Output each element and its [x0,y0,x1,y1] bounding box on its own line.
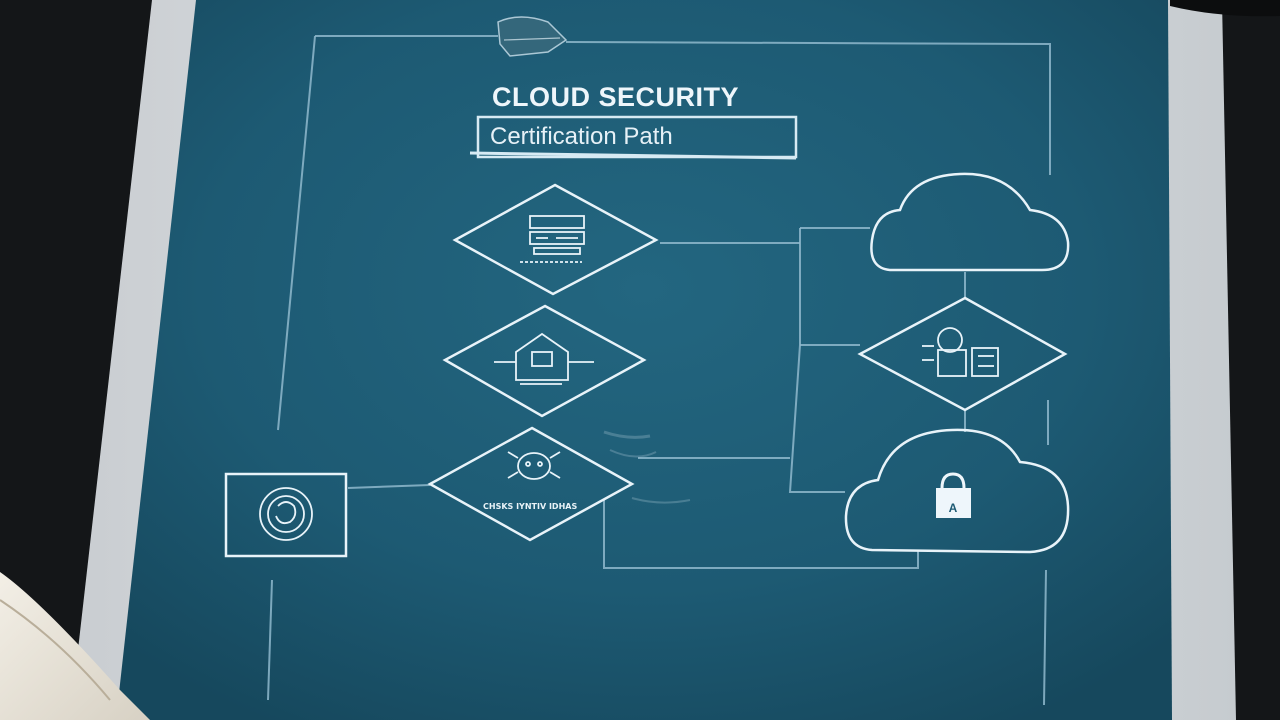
chalk-smudges [603,430,691,504]
certificate-seal-icon [259,487,313,541]
cloud-top-icon [870,172,1070,272]
bug-icon [507,451,561,480]
title-block: CLOUD SECURITY Certification Path [469,82,798,160]
node-cloud-top [870,172,1070,272]
network-icon [922,327,999,377]
house-shield-icon [494,332,594,385]
node-cloud-bottom: A [844,428,1070,554]
server-rack-icon [520,215,585,263]
cloud-bottom-icon [844,428,1070,554]
page-subtitle: Certification Path [490,123,673,150]
desk-corner [1170,0,1280,17]
node-step-1 [452,183,659,296]
rolled-paper [0,572,150,720]
node-step-3: CHSKS IYNTIV IDHAS [427,426,635,542]
node-start-box [224,472,348,558]
node-step-2 [442,304,647,418]
step-3-label: CHSKS IYNTIV IDHAS [483,502,577,511]
padlock-label: A [949,501,958,515]
page-title: CLOUD SECURITY [492,82,739,112]
padlock-icon: A [936,472,971,518]
clip-icon [497,16,568,57]
connector-lines [267,35,1051,706]
node-cloud-middle [857,296,1068,412]
